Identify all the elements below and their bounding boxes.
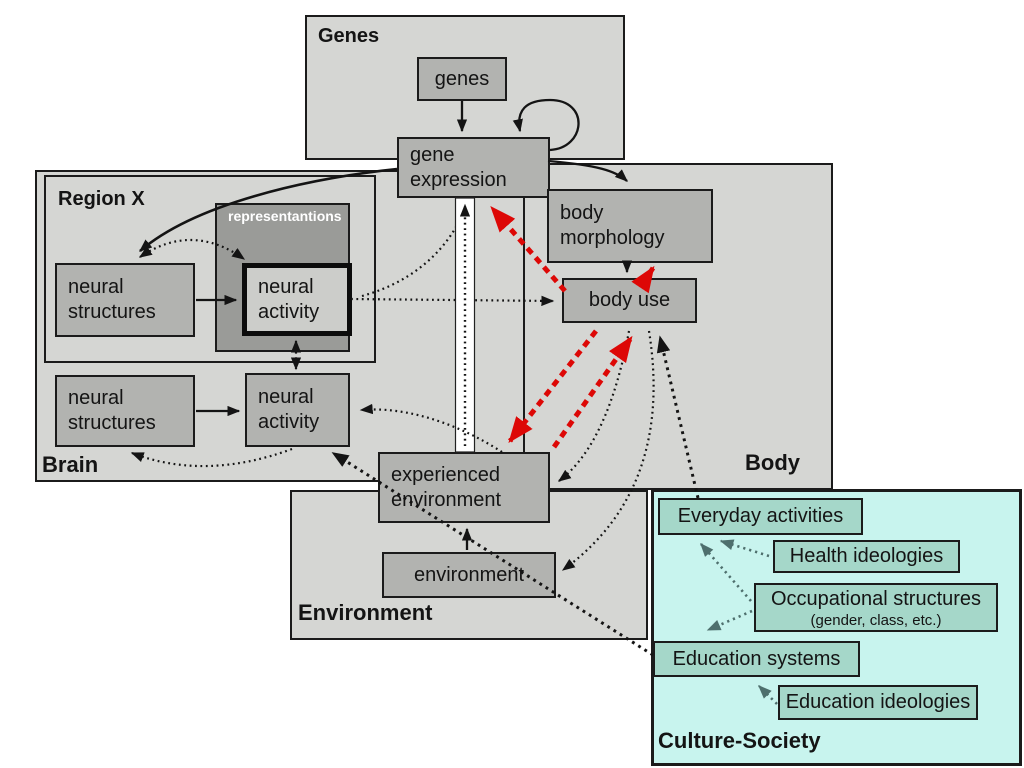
body-use-box: body use (562, 278, 697, 323)
neural-activity-top-box: neural activity (242, 263, 352, 336)
genes-region-label: Genes (318, 25, 380, 47)
genes-box: genes (417, 57, 507, 101)
neural-activity-bottom-box: neural activity (245, 373, 350, 447)
body-morphology-box: body morphology (547, 189, 713, 263)
occupational-structures-box: Occupational structures (gender, class, … (754, 583, 998, 632)
health-ideologies-box: Health ideologies (773, 540, 960, 573)
representations-label: representantions (228, 208, 342, 224)
education-systems-box: Education systems (653, 641, 860, 677)
environment-region-label: Environment (298, 600, 433, 625)
neural-structures-bottom-box: neural structures (55, 375, 195, 447)
brain-region-label: Brain (42, 452, 99, 477)
education-ideologies-box: Education ideologies (778, 685, 978, 720)
everyday-activities-box: Everyday activities (658, 498, 863, 535)
environment-box: environment (382, 552, 556, 598)
experienced-environment-box: experienced environment (378, 452, 550, 523)
culture-society-region-label: Culture-Society (658, 728, 821, 753)
region-x-label: Region X (58, 188, 145, 210)
neural-structures-top-box: neural structures (55, 263, 195, 337)
body-region-label: Body (745, 450, 800, 475)
gene-expression-box: gene expression (397, 137, 550, 198)
